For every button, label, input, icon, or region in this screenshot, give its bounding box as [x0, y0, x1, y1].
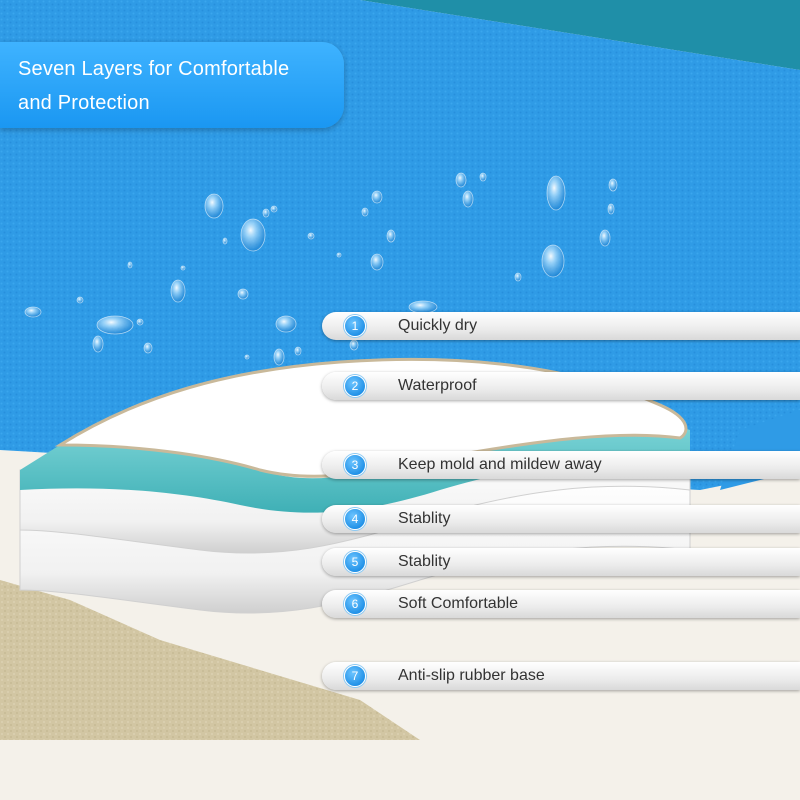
layer-label-text-5: Stablity [398, 553, 451, 570]
layer-label-text-6: Soft Comfortable [398, 595, 519, 612]
number-badge-7: 7 [344, 665, 366, 687]
layer-label-1: 1 Quickly dry [322, 312, 800, 340]
layer-label-6: 6 Soft Comfortable [322, 590, 800, 618]
layer-label-7: 7 Anti-slip rubber base [322, 662, 800, 690]
number-badge-2: 2 [344, 375, 366, 397]
layer-label-text-2: Waterproof [398, 377, 477, 394]
layer-label-3: 3 Keep mold and mildew away [322, 451, 800, 479]
layer-label-text-3: Keep mold and mildew away [398, 456, 602, 473]
number-badge-4: 4 [344, 508, 366, 530]
layer-label-text-1: Quickly dry [398, 317, 478, 334]
number-badge-1: 1 [344, 315, 366, 337]
number-badge-3: 3 [344, 454, 366, 476]
title-line-2: and Protection [18, 92, 150, 114]
number-badge-5: 5 [344, 551, 366, 573]
title-banner: Seven Layers for Comfortable and Protect… [0, 42, 344, 128]
title-line-1: Seven Layers for Comfortable [18, 58, 290, 80]
layer-label-text-4: Stablity [398, 510, 451, 527]
layer-label-5: 5 Stablity [322, 548, 800, 576]
layer-label-4: 4 Stablity [322, 505, 800, 533]
water-drops [24, 172, 618, 366]
layer-label-text-7: Anti-slip rubber base [398, 667, 545, 684]
rubber-base-layer [0, 580, 420, 740]
number-badge-6: 6 [344, 593, 366, 615]
layer-label-2: 2 Waterproof [322, 372, 800, 400]
